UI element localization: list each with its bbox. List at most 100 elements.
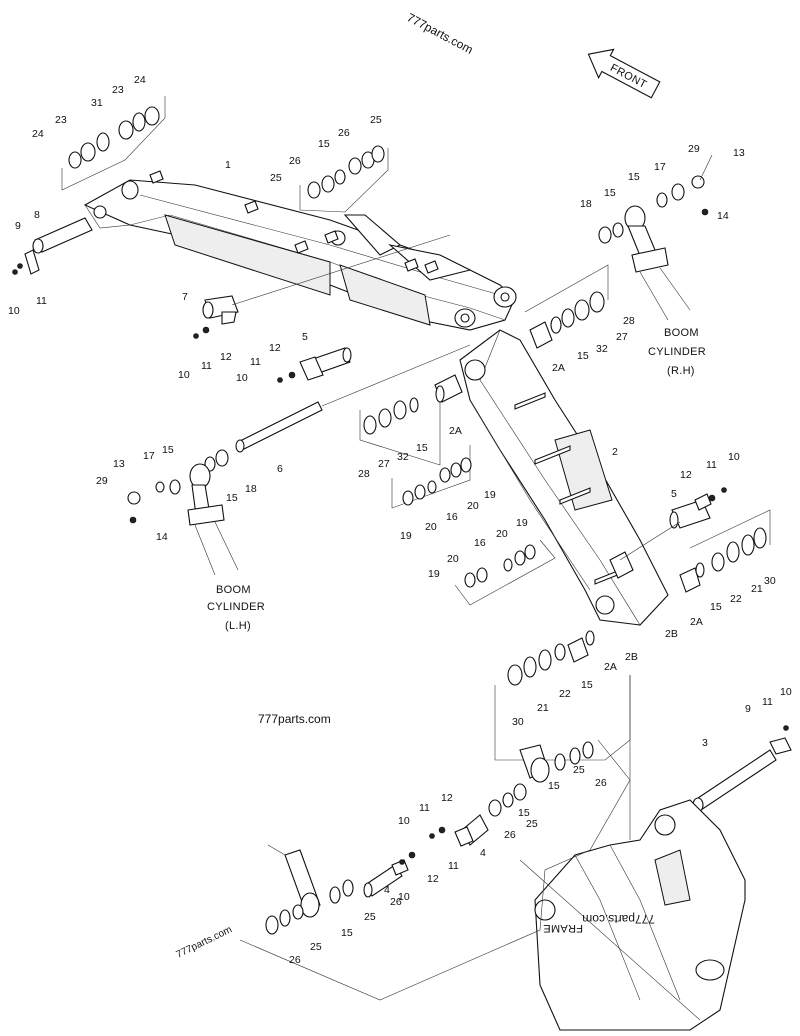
callout: 10 [780,686,792,698]
boom-cylinder-rh [598,154,713,321]
callout: 10 [236,372,248,384]
callout: 21 [751,583,763,595]
callout: 20 [425,521,437,533]
callout: 15 [162,444,174,456]
washer-stack-left-lower [507,630,595,686]
washer-stack-right-lower [679,527,767,593]
svg-text:BOOM: BOOM [664,327,699,339]
callout: 2B [665,628,678,640]
callout: 12 [441,792,453,804]
callout: 22 [559,688,571,700]
callout: 30 [764,575,776,587]
callout: 29 [688,143,700,155]
bucket-cylinder-upper [519,741,594,783]
washer-group-frame-d [359,400,441,466]
callout: 26 [504,829,516,841]
washer-stack-upper-mid [307,145,385,199]
callout: 3 [702,737,708,749]
pin-8 [12,217,93,275]
callout: 10 [398,891,410,903]
callout: 19 [400,530,412,542]
svg-text:(L.H): (L.H) [225,620,251,632]
boom-cylinder-lh [127,463,239,576]
washer-stack-top-left [68,106,160,169]
callout: 23 [112,84,124,96]
callout: 24 [32,128,44,140]
svg-text:(R.H): (R.H) [667,365,695,377]
callout: 9 [15,220,21,232]
callout: 13 [113,458,125,470]
callout: 26 [289,954,301,966]
callout: 17 [143,450,155,462]
callout: 16 [446,511,458,523]
callout: 12 [220,351,232,363]
pin-4-upper [429,783,527,847]
callout: 25 [370,114,382,126]
callout: 11 [706,459,717,471]
pin-5-upper [277,347,352,383]
callout: 4 [384,884,390,896]
callout: 14 [717,210,729,222]
washer-group-frame-a [61,96,166,191]
watermark-middle: 777parts.com [258,712,331,726]
callout: 11 [448,860,459,872]
callout: 11 [201,360,212,372]
callout: 2A [552,362,565,374]
callout: 2A [604,661,617,673]
callout: 9 [745,703,751,715]
callout: 25 [270,172,282,184]
callout: 20 [447,553,459,565]
callout: 17 [654,161,666,173]
washer-group-frame-f [454,539,556,606]
callout: 6 [277,463,283,475]
boom-upper-assembly [83,170,517,331]
svg-text:BOOM: BOOM [216,584,251,596]
callout: 15 [341,927,353,939]
callout: 15 [518,807,530,819]
callout: 8 [34,209,40,221]
callout: 27 [616,331,628,343]
callout: 29 [96,475,108,487]
callout: 13 [733,147,745,159]
callout: 22 [730,593,742,605]
callout: 10 [398,815,410,827]
callout: 2A [690,616,703,628]
callout: 15 [577,350,589,362]
callout: 26 [390,896,402,908]
callout-labels: 24 23 31 23 24 1 26 15 26 25 25 8 9 11 1… [8,74,792,966]
watermark-bottom-right: 777parts.com [582,912,655,926]
callout: 1 [225,159,231,171]
callout: 28 [358,468,370,480]
washer-stack-19-20-upper [402,457,472,506]
callout: 11 [762,696,773,708]
callout: 10 [8,305,20,317]
callout: 15 [604,187,616,199]
callout: 2A [449,425,462,437]
callout: 25 [364,911,376,923]
callout: 7 [182,291,188,303]
watermark-top: 777parts.com [405,10,476,56]
callout: 19 [484,489,496,501]
callout: 26 [338,127,350,139]
callout: 11 [419,802,430,814]
boom-lower-assembly [459,329,669,626]
bucket-cylinder-lower [267,844,354,918]
caption-boom-cylinder-rh: BOOM CYLINDER (R.H) [648,327,706,377]
front-arrow: FRONT [587,48,661,99]
callout: 12 [427,873,439,885]
pin-3 [692,725,792,813]
washer-stack-19-20-lower [464,544,536,588]
pin-6 [204,344,471,472]
svg-text:CYLINDER: CYLINDER [648,346,706,358]
washer-group-frame-c [524,264,609,313]
callout: 26 [595,777,607,789]
callout: 19 [428,568,440,580]
callout: 12 [680,469,692,481]
washer-group-frame-i [239,739,631,1001]
callout: 15 [318,138,330,150]
callout: 5 [671,488,677,500]
callout: 15 [548,780,560,792]
callout: 5 [302,331,308,343]
caption-frame: FRAME [543,922,583,934]
washer-stack-right-upper [529,291,605,349]
